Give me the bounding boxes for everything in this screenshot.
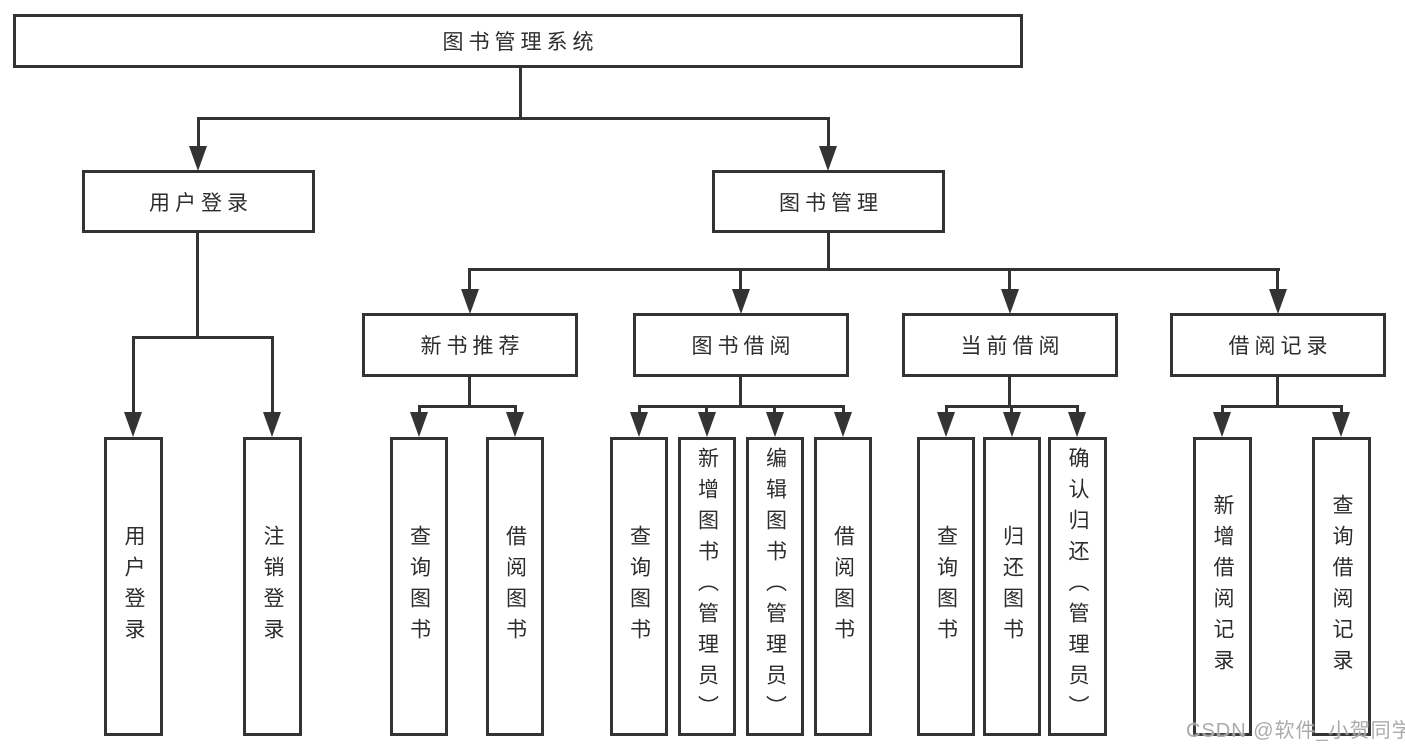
arrow-down-icon [819,146,837,171]
arrow-down-icon [937,412,955,437]
leaf-edit-books-admin: 编辑图书（管理员） [746,437,804,736]
connector-line [468,268,471,294]
leaf-label: 新增图书（管理员） [695,447,719,726]
arrow-down-icon [1213,412,1231,437]
connector-line [739,377,742,408]
arrow-down-icon [124,412,142,437]
connector-line [418,405,517,408]
leaf-return-books: 归还图书 [983,437,1041,736]
arrow-down-icon [263,412,281,437]
connector-line [132,336,135,416]
connector-line [468,268,1280,271]
leaf-logout-login: 注销登录 [243,437,302,736]
leaf-label: 确认归还（管理员） [1066,447,1089,726]
connector-line [827,233,830,271]
connector-line [1010,405,1013,415]
connector-line [271,336,274,416]
node-root: 图书管理系统 [13,14,1023,68]
connector-line [1008,268,1011,294]
connector-line [468,377,471,408]
leaf-label: 借阅图书 [503,524,527,649]
arrow-down-icon [732,289,750,314]
connector-line [197,117,200,149]
connector-line [827,117,830,149]
arrow-down-icon [1001,289,1019,314]
leaf-label: 借阅图书 [831,524,855,649]
connector-line [945,405,948,415]
arrow-down-icon [506,412,524,437]
node-new-book-recommend: 新书推荐 [362,313,578,377]
watermark-text: CSDN @软件_小贺同学 [1186,720,1405,742]
arrow-down-icon [834,412,852,437]
leaf-borrow-books-borrow: 借阅图书 [814,437,872,736]
leaf-add-books-admin: 新增图书（管理员） [678,437,736,736]
connector-line [1276,268,1279,294]
arrow-down-icon [1003,412,1021,437]
connector-line [196,233,199,339]
leaf-label: 编辑图书（管理员） [763,447,787,726]
connector-line [638,405,641,415]
connector-line [1221,405,1343,408]
leaf-label: 注销登录 [261,524,284,649]
connector-line [1221,405,1224,415]
leaf-label: 新增借阅记录 [1211,493,1234,680]
node-current-borrow: 当前借阅 [902,313,1118,377]
node-borrow-records: 借阅记录 [1170,313,1386,377]
leaf-label: 查询图书 [934,524,958,649]
node-user-login: 用户登录 [82,170,315,233]
leaf-label: 用户登录 [122,524,145,649]
connector-line [773,405,776,415]
connector-line [514,405,517,415]
connector-line [1076,405,1079,415]
leaf-label: 归还图书 [1000,524,1024,649]
leaf-query-books-recommend: 查询图书 [390,437,448,736]
connector-line [132,336,274,339]
arrow-down-icon [189,146,207,171]
leaf-user-login: 用户登录 [104,437,163,736]
leaf-label: 查询借阅记录 [1330,493,1353,680]
leaf-label: 查询图书 [407,524,431,649]
leaf-label: 查询图书 [627,524,651,649]
arrow-down-icon [766,412,784,437]
leaf-query-books-current: 查询图书 [917,437,975,736]
node-book-borrow: 图书借阅 [633,313,849,377]
node-book-management: 图书管理 [712,170,945,233]
arrow-down-icon [698,412,716,437]
arrow-down-icon [630,412,648,437]
leaf-query-books-borrow: 查询图书 [610,437,668,736]
connector-line [842,405,845,415]
arrow-down-icon [410,412,428,437]
leaf-confirm-return-admin: 确认归还（管理员） [1048,437,1107,736]
connector-line [1340,405,1343,415]
leaf-add-borrow-record: 新增借阅记录 [1193,437,1252,736]
connector-line [1008,377,1011,408]
connector-line [197,117,830,120]
arrow-down-icon [1269,289,1287,314]
arrow-down-icon [1068,412,1086,437]
arrow-down-icon [1332,412,1350,437]
leaf-query-borrow-record: 查询借阅记录 [1312,437,1371,736]
connector-line [418,405,421,415]
connector-line [705,405,708,415]
connector-line [519,68,522,119]
connector-line [739,268,742,294]
connector-line [1276,377,1279,408]
connector-line [638,405,845,408]
arrow-down-icon [461,289,479,314]
leaf-borrow-books-recommend: 借阅图书 [486,437,544,736]
